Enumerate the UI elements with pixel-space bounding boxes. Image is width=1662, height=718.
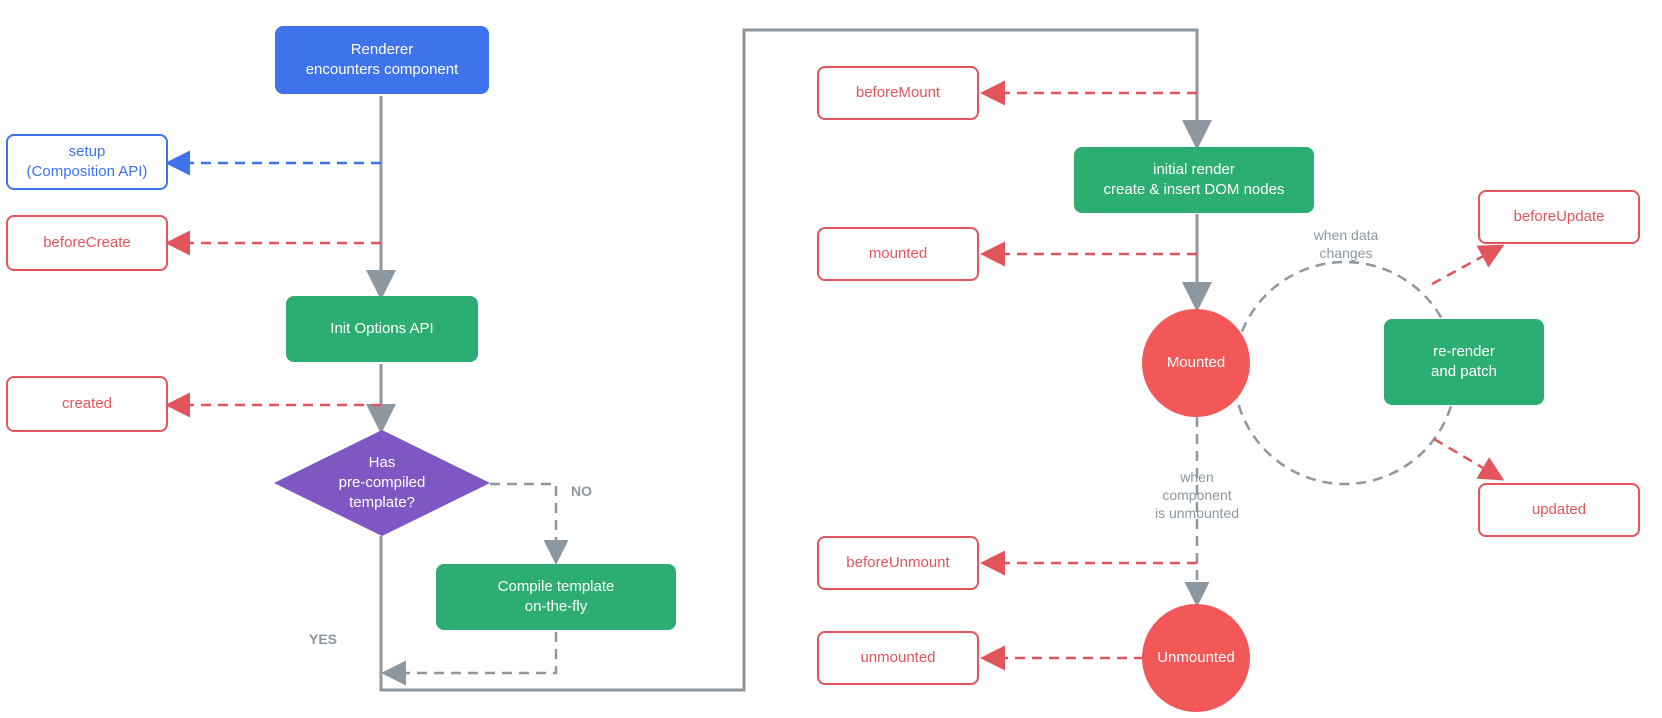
flow-line-compile-return	[381, 632, 558, 686]
flow-line-no-branch	[490, 482, 569, 565]
flow-line-main-loop	[379, 28, 1212, 692]
hook-line-before-update	[1431, 244, 1505, 286]
when-data-changes-label: when data changes	[1313, 227, 1379, 261]
created-hook: created	[6, 376, 168, 432]
precompiled-template-decision	[274, 430, 490, 536]
before-mount-hook: beforeMount	[817, 66, 979, 120]
unmounted-hook: unmounted	[817, 631, 979, 685]
initial-render-node: initial render create & insert DOM nodes	[1074, 147, 1314, 213]
init-options-api-node: Init Options API	[286, 296, 478, 362]
renderer-node: Renderer encounters component	[275, 26, 489, 94]
yes-branch-label: YES	[309, 631, 338, 647]
compile-template-node: Compile template on-the-fly	[436, 564, 676, 630]
mounted-hook: mounted	[817, 227, 979, 281]
before-create-hook: beforeCreate	[6, 215, 168, 271]
hook-line-updated	[1433, 437, 1505, 481]
rerender-and-patch-node: re-render and patch	[1384, 319, 1544, 405]
setup-hook: setup (Composition API)	[6, 134, 168, 190]
before-unmount-hook: beforeUnmount	[817, 536, 979, 590]
decision-label: Has pre-compiled template?	[338, 454, 426, 511]
updated-hook: updated	[1478, 483, 1640, 537]
no-branch-label: NO	[571, 483, 592, 499]
when-component-unmounted-label: when component is unmounted	[1154, 469, 1240, 521]
unmounted-state-node: Unmounted	[1142, 604, 1250, 712]
before-update-hook: beforeUpdate	[1478, 190, 1640, 244]
mounted-state-node: Mounted	[1142, 309, 1250, 417]
decision-diamond-shape	[274, 430, 490, 536]
